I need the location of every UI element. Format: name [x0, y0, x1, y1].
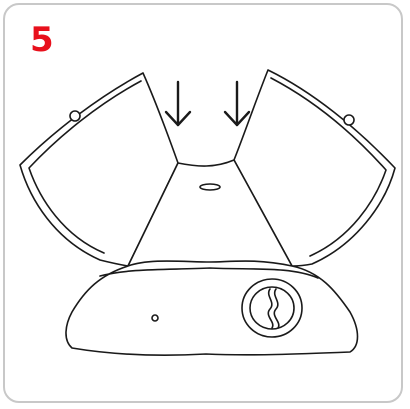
left-flap-knob	[70, 111, 80, 121]
base-lid	[66, 261, 358, 355]
base-lid-outline	[66, 261, 358, 355]
arrow-down-icon	[225, 82, 249, 125]
twist-knob	[242, 279, 302, 337]
arrow-down-icon	[166, 82, 190, 125]
right-flap-knob	[344, 115, 354, 125]
